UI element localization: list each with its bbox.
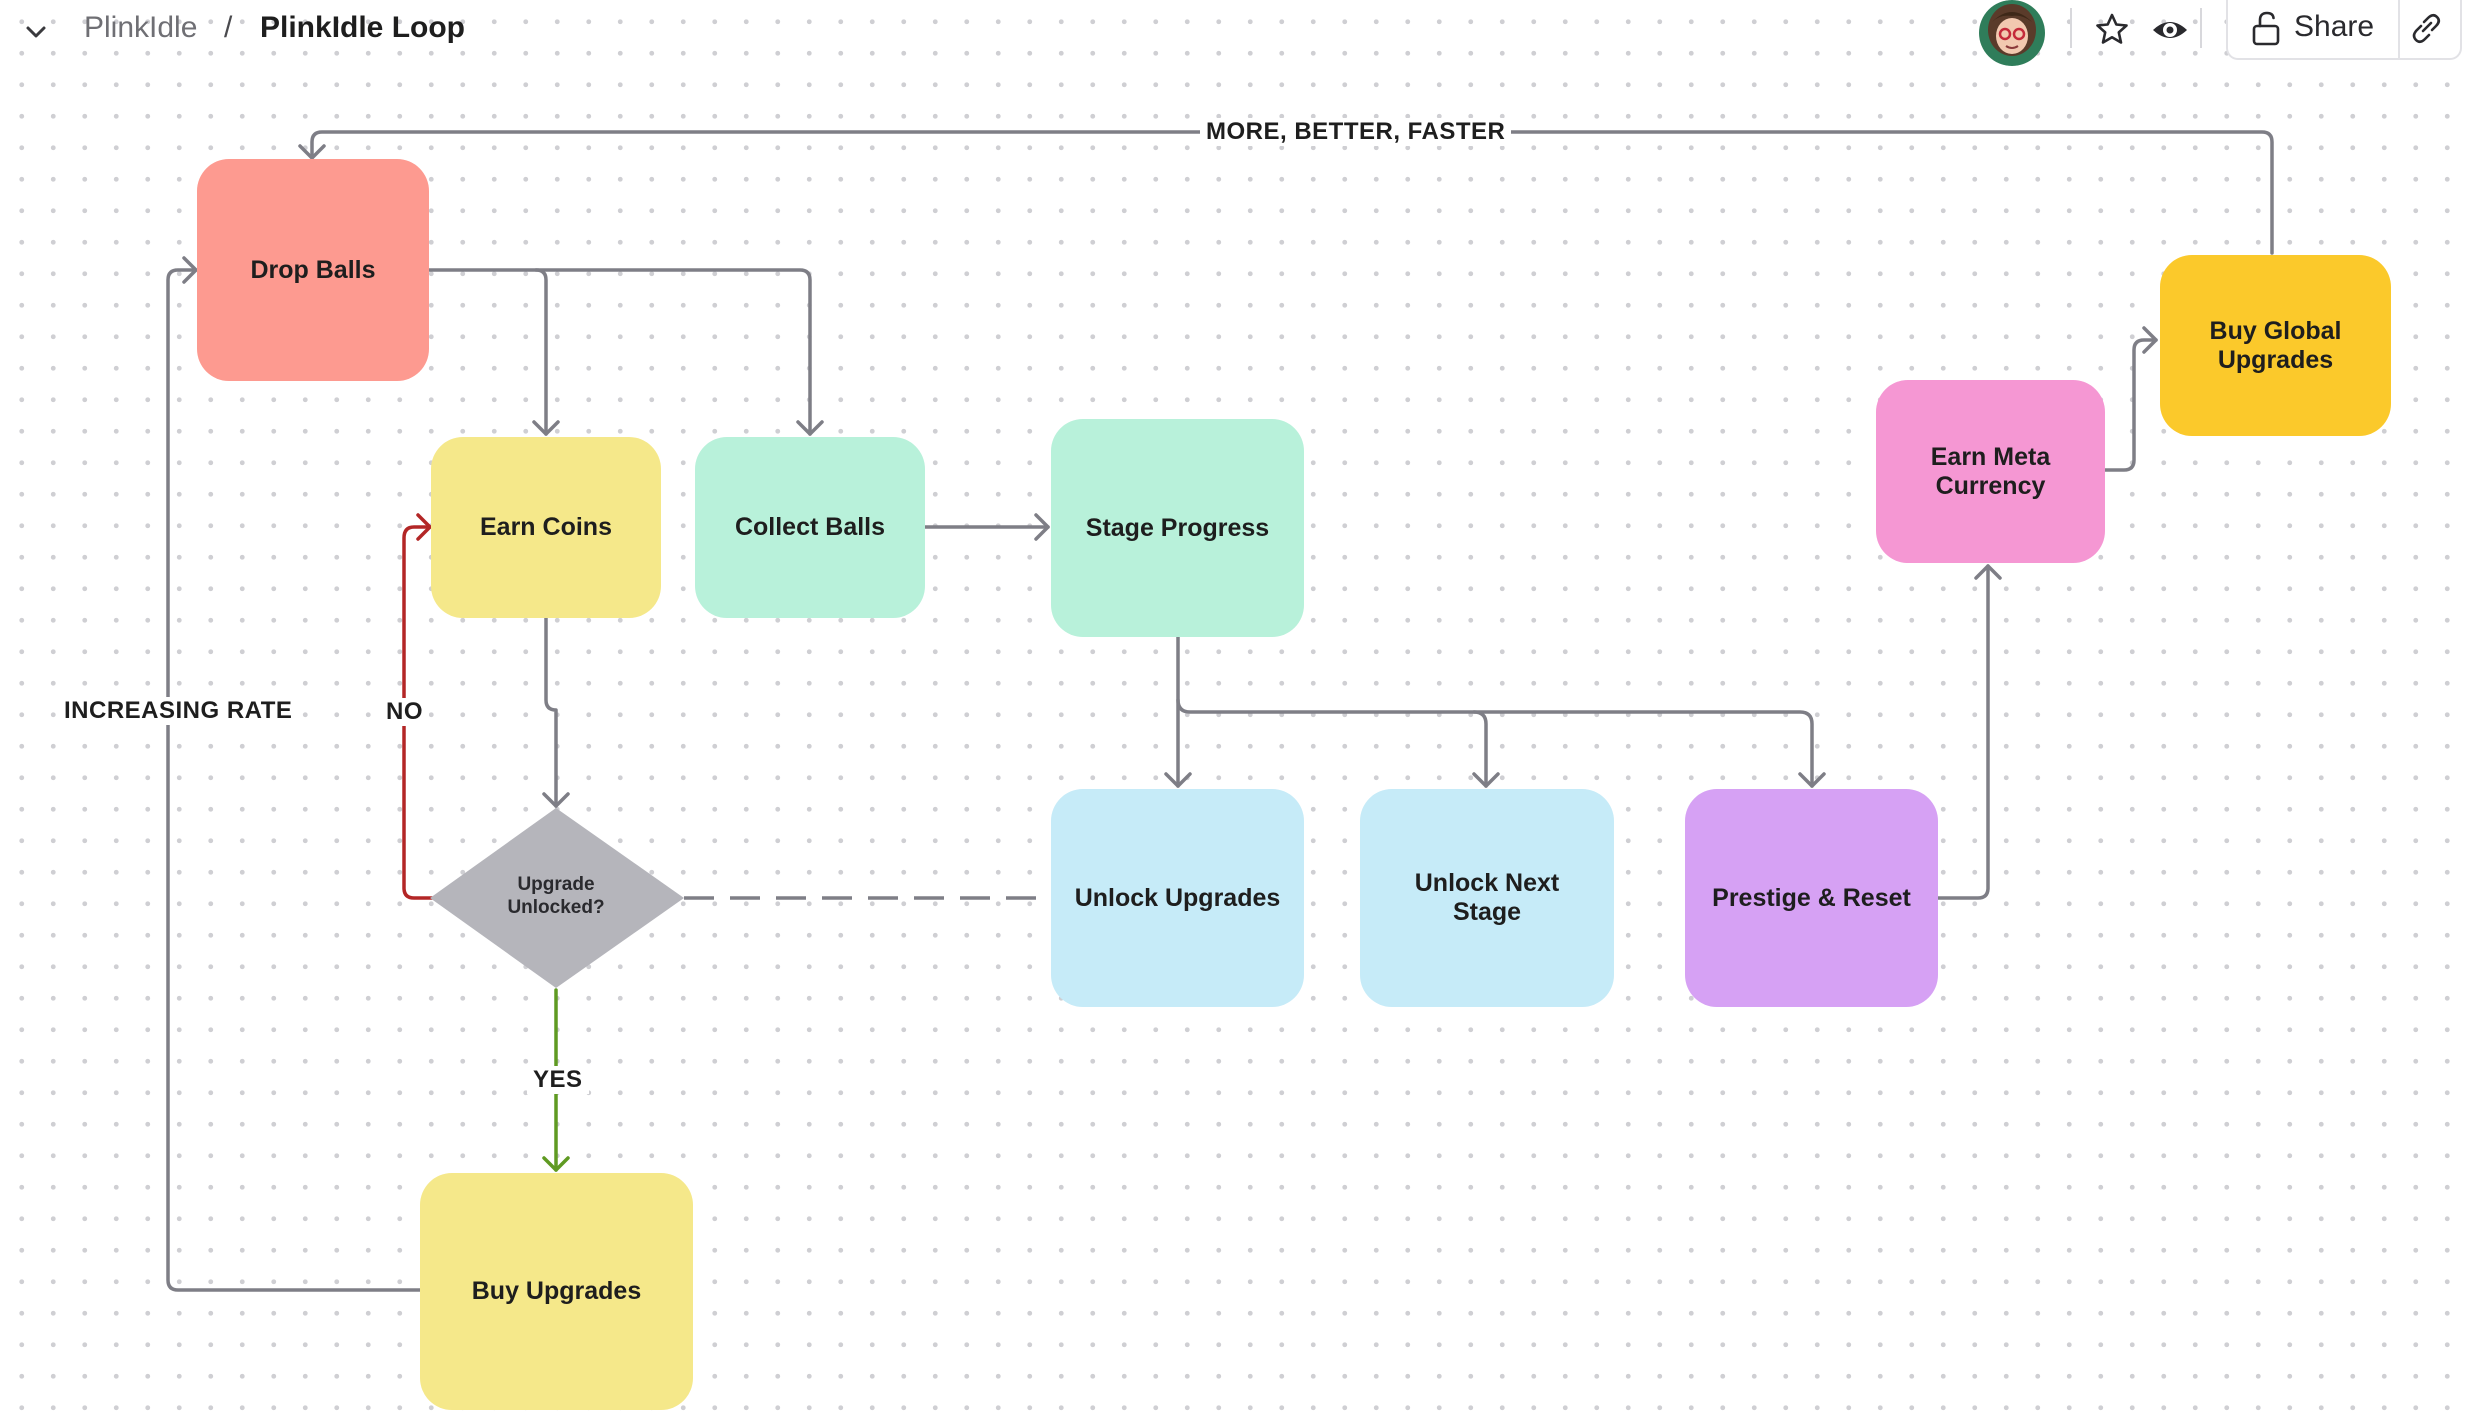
avatar[interactable]: [1976, 0, 2048, 66]
arrowhead: [1034, 513, 1050, 541]
connector-earn-to-decision: [544, 616, 558, 808]
connector-stage-to-branches: [1176, 698, 1814, 788]
arrowhead: [1798, 772, 1826, 788]
node-drop-balls[interactable]: Drop Balls: [197, 159, 429, 381]
share-controls: Share: [2226, 0, 2462, 60]
share-label: Share: [2294, 10, 2375, 43]
connector-drop-to-collect: [534, 268, 812, 436]
arrowhead: [1974, 564, 2002, 580]
node-unlock-next-stage[interactable]: Unlock Next Stage: [1360, 789, 1614, 1007]
decision-diamond: [430, 808, 684, 988]
avatar-image: [1979, 0, 2045, 66]
arrowhead: [416, 513, 432, 541]
arrowhead: [2142, 326, 2158, 354]
connector-global-to-drop: [310, 130, 2274, 255]
arrowhead: [182, 256, 198, 284]
top-bar: PlinkIdle / PlinkIdle Loop Share: [0, 0, 2466, 66]
node-earn-coins[interactable]: Earn Coins: [431, 437, 661, 618]
arrowhead: [298, 144, 326, 160]
arrowhead: [542, 792, 570, 808]
connector-prestige-to-meta: [1935, 564, 1990, 900]
connector-drop-to-earn: [426, 268, 548, 436]
label-more-better-faster: MORE, BETTER, FASTER: [1200, 118, 1512, 146]
arrowhead: [532, 420, 560, 436]
arrowhead: [1164, 772, 1192, 788]
arrowhead: [542, 1156, 570, 1172]
connector-meta-to-global: [2103, 338, 2158, 472]
node-prestige-reset[interactable]: Prestige & Reset: [1685, 789, 1938, 1007]
decision-label: Upgrade Unlocked?: [507, 874, 605, 918]
eye-icon[interactable]: [2150, 10, 2190, 50]
connector-buy-to-drop: [166, 268, 422, 1292]
node-buy-upgrades[interactable]: Buy Upgrades: [420, 1173, 693, 1410]
share-divider: [2398, 0, 2400, 58]
node-collect-balls[interactable]: Collect Balls: [695, 437, 925, 618]
node-earn-meta-currency[interactable]: Earn Meta Currency: [1876, 380, 2105, 563]
chevron-down-icon[interactable]: [18, 14, 54, 50]
breadcrumb-separator: /: [224, 11, 233, 44]
toolbar-divider: [2200, 8, 2202, 48]
connector-stage-to-next-stage: [1472, 710, 1488, 788]
arrowhead: [796, 420, 824, 436]
arrowhead: [1472, 772, 1500, 788]
node-stage-progress[interactable]: Stage Progress: [1051, 419, 1304, 637]
star-icon[interactable]: [2092, 10, 2132, 50]
node-buy-global-upgrades[interactable]: Buy Global Upgrades: [2160, 255, 2391, 436]
breadcrumb-parent[interactable]: PlinkIdle: [84, 11, 198, 44]
label-no: NO: [380, 698, 429, 726]
node-unlock-upgrades[interactable]: Unlock Upgrades: [1051, 789, 1304, 1007]
unlock-icon: [2252, 11, 2280, 46]
share-button[interactable]: Share: [2228, 0, 2398, 58]
toolbar-divider: [2070, 8, 2072, 48]
page-title[interactable]: PlinkIdle Loop: [260, 11, 466, 44]
link-icon[interactable]: [2404, 8, 2448, 48]
label-increasing-rate: INCREASING RATE: [58, 697, 299, 725]
label-yes: YES: [527, 1066, 589, 1094]
